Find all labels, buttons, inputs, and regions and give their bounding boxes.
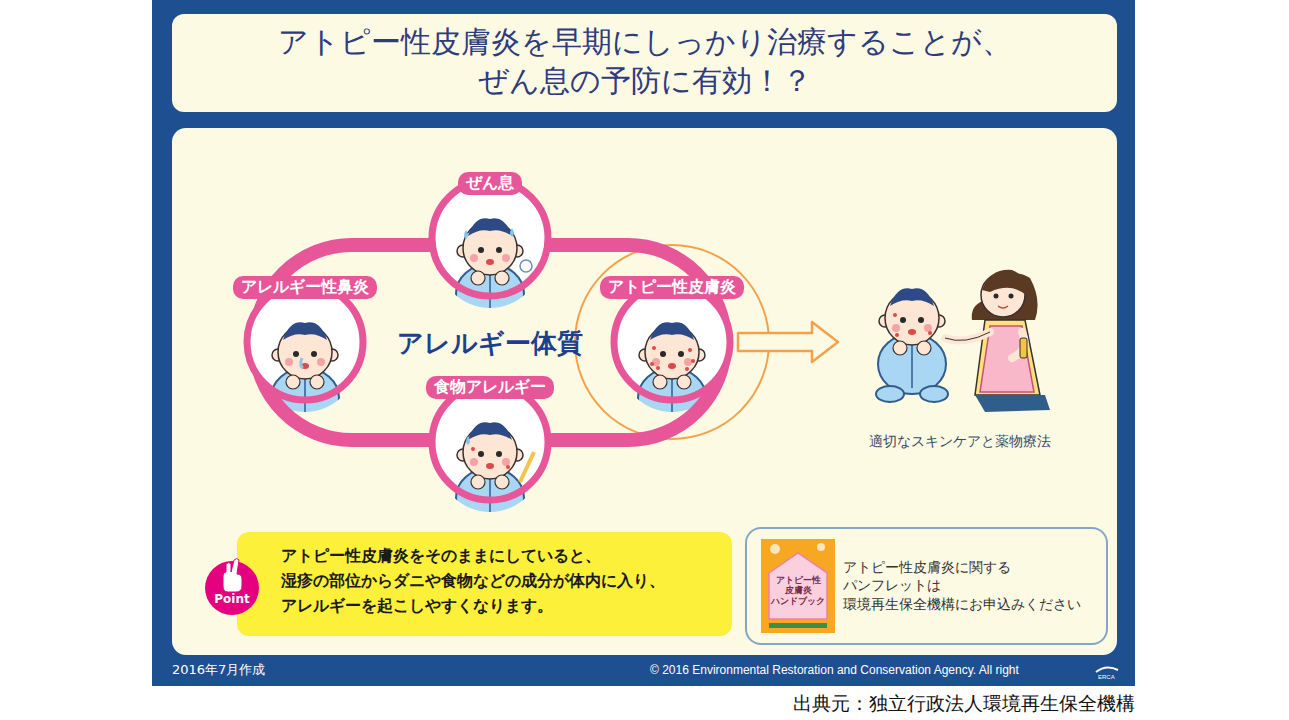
- source-caption: 出典元：独立行政法人環境再生保全機構: [793, 692, 1135, 715]
- circle-shape: [770, 544, 780, 554]
- care-caption: 適切なスキンケアと薬物療法: [869, 433, 1051, 451]
- condition-circle: 食物アレルギー: [428, 380, 552, 504]
- circle-outline: [614, 284, 730, 400]
- pamphlet-cover: アトピー性 皮膚炎 ハンドブック: [761, 539, 835, 633]
- point-box-shape: [237, 532, 732, 636]
- point-box: Pointアトピー性皮膚炎をそのままにしていると、 湿疹の部位からダニや食物など…: [237, 532, 732, 636]
- condition-label: ぜん息: [458, 172, 522, 195]
- condition-circle: アレルギー性鼻炎: [243, 280, 367, 404]
- allergy-ring: アレルギー体質: [245, 235, 735, 450]
- circle-outline: [432, 180, 548, 296]
- hand-symbol: [223, 559, 242, 593]
- house-shape: [769, 553, 827, 619]
- point-icon-label: Point: [205, 592, 259, 606]
- date-note: 2016年7月作成: [172, 662, 265, 678]
- circle-shape: [817, 543, 825, 551]
- logo-text: ERCA: [1098, 674, 1115, 681]
- hollow-arrow: [738, 322, 838, 362]
- condition-circle: ぜん息: [428, 176, 552, 300]
- constitution-label: アレルギー体質: [245, 325, 735, 360]
- title: アトピー性皮膚炎を早期にしっかり治療することが、 ぜん息の予防に有効！？: [278, 22, 1012, 100]
- pamphlet-box: アトピー性皮膚炎に関する パンフレットは 環境再生保全機構にお申込みくださいアト…: [745, 527, 1108, 645]
- circle-outline: [247, 284, 363, 400]
- condition-label: アトピー性皮膚炎: [600, 276, 744, 299]
- condition-circle: アトピー性皮膚炎: [610, 280, 734, 404]
- condition-label: 食物アレルギー: [426, 376, 554, 399]
- care-illustration-node: 適切なスキンケアと薬物療法: [840, 240, 1080, 455]
- pamphlet-text: アトピー性皮膚炎に関する パンフレットは 環境再生保全機構にお申込みください: [843, 558, 1081, 615]
- cover-title: アトピー性 皮膚炎 ハンドブック: [771, 575, 825, 606]
- condition-label: アレルギー性鼻炎: [233, 276, 377, 299]
- rect-shape: [769, 623, 827, 628]
- circle-outline: [432, 384, 548, 500]
- point-body: アトピー性皮膚炎をそのままにしていると、 湿疹の部位からダニや食物などの成分が体…: [281, 544, 665, 618]
- copyright-note: © 2016 Environmental Restoration and Con…: [650, 663, 1019, 677]
